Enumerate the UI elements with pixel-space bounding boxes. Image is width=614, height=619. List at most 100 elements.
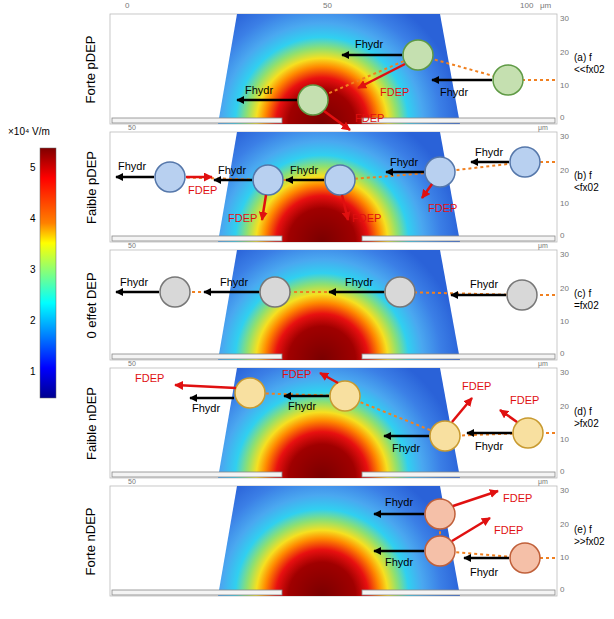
force-label: Fhydr (245, 84, 273, 97)
axis-tick: 10 (560, 81, 569, 90)
force-label: FDEP (462, 380, 491, 393)
axis-unit: μm (538, 360, 548, 368)
axis-unit: μm (538, 478, 548, 486)
dep-force-arrow (500, 410, 517, 422)
drag-force-arrow (386, 171, 424, 174)
axis-tick: μm (540, 1, 551, 10)
electrode (112, 354, 282, 359)
force-label: Fhydr (355, 38, 383, 51)
force-label: Fhydr (288, 400, 316, 413)
axis-tick: 0 (560, 585, 564, 594)
force-label: FDEP (510, 394, 539, 407)
axis-tick: 50 (128, 478, 136, 486)
drag-force-arrow (471, 161, 509, 164)
force-label: Fhydr (120, 276, 148, 289)
regime-label: Forte pDEP (84, 35, 99, 103)
field-map (218, 486, 460, 596)
field-panel (110, 132, 557, 242)
dep-force-arrow (320, 373, 338, 383)
particle (385, 277, 415, 307)
force-label: Fhydr (345, 276, 373, 289)
panel-frame (110, 486, 557, 596)
axis-tick: 20 (560, 402, 569, 411)
panel-frame (110, 14, 557, 124)
force-label: Fhydr (470, 566, 498, 579)
force-label: Fhydr (192, 402, 220, 415)
electrode (362, 472, 555, 477)
force-label: Fhydr (475, 146, 503, 159)
dep-force-arrow (175, 385, 236, 388)
drag-force-arrow (342, 54, 402, 57)
colorbar-tick: 4 (30, 213, 36, 225)
trajectory (170, 162, 555, 180)
drag-force-arrow (116, 176, 154, 179)
force-label: Fhydr (475, 440, 503, 453)
regime-label: 0 effet DEP (85, 272, 100, 338)
electrode (362, 590, 555, 595)
dep-force-arrow (452, 398, 472, 422)
drag-force-arrow (237, 99, 297, 102)
electrode (112, 236, 282, 241)
axis-tick: 0 (560, 113, 564, 122)
dep-force-arrow (324, 111, 350, 130)
particle (403, 40, 433, 70)
field-panel (110, 250, 557, 360)
force-label: FDEP (282, 368, 311, 381)
force-label: Fhydr (392, 442, 420, 455)
colorbar-tick: 1 (30, 366, 36, 378)
axis-tick: 100 (520, 1, 533, 10)
dep-force-arrow (452, 518, 490, 541)
field-panel (110, 486, 557, 596)
dep-force-arrow (186, 176, 212, 179)
drag-force-arrow (204, 291, 259, 294)
drag-force-arrow (374, 550, 424, 553)
dep-force-arrow (358, 64, 405, 88)
force-label: Fhydr (218, 164, 246, 177)
panel-frame (110, 250, 557, 360)
particle (507, 280, 537, 310)
drag-force-arrow (374, 513, 424, 516)
field-map (218, 250, 460, 360)
trajectory (175, 292, 555, 295)
dep-force-arrow (342, 195, 348, 220)
dep-force-arrow (262, 195, 266, 220)
axis-tick: 20 (560, 48, 569, 57)
drag-force-arrow (432, 79, 492, 82)
axis-unit: μm (538, 242, 548, 250)
particle (155, 162, 185, 192)
electrode (112, 118, 282, 123)
particle (510, 543, 540, 573)
colorbar-tick: 5 (30, 162, 36, 174)
axis-unit: μm (538, 124, 548, 132)
field-map (218, 14, 460, 124)
axis-tick: 10 (560, 317, 569, 326)
electrode (112, 590, 282, 595)
force-label: Fhydr (390, 156, 418, 169)
drag-force-arrow (116, 291, 159, 294)
dep-force-arrow (453, 491, 498, 506)
axis-tick: 20 (560, 284, 569, 293)
condition-label: (a) f <<fx02 (574, 52, 612, 75)
axis-tick: 50 (323, 1, 332, 10)
field-map (218, 132, 460, 242)
force-label: Fhydr (118, 160, 146, 173)
axis-tick: 30 (560, 486, 569, 495)
field-map (218, 368, 460, 478)
force-label: FDEP (380, 86, 409, 99)
colorbar (40, 148, 56, 398)
force-label: Fhydr (385, 496, 413, 509)
particle (235, 378, 265, 408)
axis-tick: 0 (560, 467, 564, 476)
drag-force-arrow (190, 397, 234, 400)
trajectory (250, 393, 555, 436)
particle (510, 147, 540, 177)
force-label: FDEP (355, 112, 384, 125)
particle (425, 536, 455, 566)
condition-label: (c) f =fx02 (574, 288, 612, 311)
regime-label: Forte nDEP (84, 507, 99, 575)
axis-tick: 0 (560, 231, 564, 240)
axis-tick: 10 (560, 553, 569, 562)
axis-tick: 10 (560, 199, 569, 208)
force-label: Fhydr (440, 86, 468, 99)
field-panel (110, 14, 557, 130)
